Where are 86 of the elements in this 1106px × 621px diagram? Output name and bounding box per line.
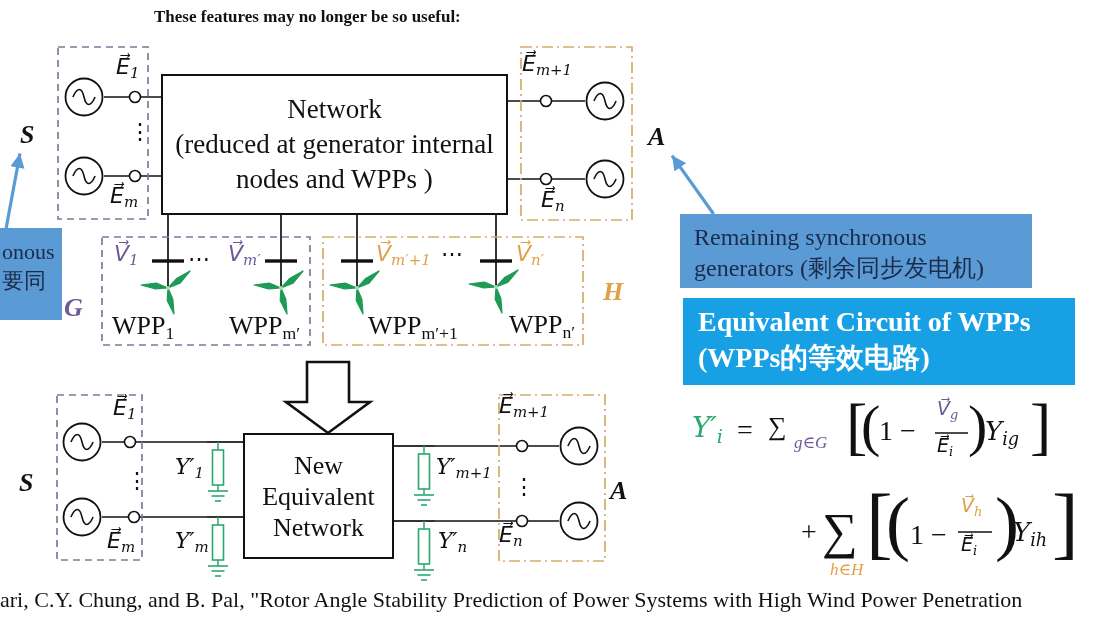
- wire: [228, 516, 244, 518]
- formula-term: Y′$_{i}$: [692, 410, 723, 446]
- generator-icon: [62, 497, 102, 537]
- admittance-label: Y′$_{1}$: [175, 453, 205, 481]
- voltage-label: V⃗$_{1}$: [114, 240, 139, 268]
- callout-text: Remaining synchronous generators (剩余同步发电机): [694, 223, 985, 284]
- group-label: S: [19, 469, 34, 498]
- formula-term: ]: [1030, 389, 1052, 464]
- wire: [507, 100, 586, 102]
- generator-icon: [62, 422, 102, 462]
- wire: [507, 178, 586, 180]
- wire: [495, 214, 497, 268]
- wire: [280, 214, 282, 269]
- group-label: G: [64, 294, 83, 323]
- ellipsis-dots: ⋮: [126, 467, 148, 495]
- ellipsis-dots: ⋮: [513, 473, 535, 501]
- formula-term: 1 −: [879, 413, 916, 448]
- callout-text: onous 要同: [2, 238, 56, 295]
- formula-term: +: [801, 514, 817, 549]
- ellipsis-dots: ⋯: [441, 240, 463, 268]
- wire: [101, 441, 208, 443]
- formula-term: h∈H: [830, 559, 864, 581]
- voltage-label: E⃗$_{1}$: [113, 394, 137, 422]
- group-label: S: [20, 121, 35, 150]
- voltage-label: E⃗$_{m+1}$: [522, 50, 573, 78]
- wire: [356, 214, 358, 269]
- box-text: (reduced at generator internal nodes and WPPs ): [174, 128, 495, 196]
- voltage-label: V⃗$_{n′}$: [516, 240, 545, 268]
- formula-term: V⃗$_{h}$: [961, 493, 983, 518]
- callout-box: [680, 214, 1032, 288]
- wire: [103, 96, 162, 98]
- wire: [228, 441, 244, 443]
- generator-icon: [585, 81, 625, 121]
- formula-term: ]: [1052, 477, 1079, 569]
- formula-term: Y$_{ig}$: [985, 414, 1020, 448]
- formula-term: g∈G: [794, 431, 828, 454]
- block-arrow: [282, 360, 374, 435]
- wire: [101, 516, 208, 518]
- turbine-label: WPP$_{m′+1}$: [368, 312, 458, 341]
- formula-term: E⃗$_{i}$: [937, 433, 954, 458]
- callout-box: [0, 228, 62, 320]
- voltage-label: E⃗$_{m}$: [110, 182, 139, 210]
- formula-term: 1 −: [910, 517, 947, 552]
- citation-text: ari, C.Y. Chung, and B. Pal, "Rotor Angle Stability Prediction of Power Systems with High Wind Power Penetration: [0, 586, 1023, 614]
- voltage-label: E⃗$_{n}$: [541, 186, 565, 214]
- generator-icon: [64, 156, 104, 196]
- wire: [393, 520, 414, 522]
- wire: [103, 175, 162, 177]
- voltage-label: E⃗$_{n}$: [499, 521, 523, 549]
- network-box: [161, 74, 508, 215]
- subtitle: These features may no longer be so useful:: [154, 5, 461, 28]
- voltage-label: E⃗$_{m}$: [107, 527, 136, 555]
- banner-text: Equivalent Circuit of WPPs (WPPs的等效电路): [698, 305, 1032, 376]
- arrow: [4, 153, 25, 229]
- admittance-label: Y′$_{m+1}$: [436, 453, 492, 481]
- formula-term: E⃗$_{i}$: [961, 532, 978, 557]
- voltage-label: E⃗$_{m+1}$: [499, 392, 550, 420]
- formula-term: ∑: [822, 502, 858, 561]
- voltage-label: V⃗$_{m′}$: [228, 240, 261, 268]
- title-banner: [683, 298, 1075, 385]
- arrow: [670, 154, 715, 215]
- voltage-label: E⃗$_{1}$: [116, 53, 140, 81]
- turbine-label: WPP$_{m′}$: [229, 312, 301, 341]
- group-label: H: [603, 278, 624, 307]
- admittance-label: Y′$_{n}$: [438, 527, 468, 555]
- wire: [167, 214, 169, 269]
- turbine-label: WPP$_{n′}$: [509, 311, 576, 340]
- wire: [434, 520, 560, 522]
- generator-icon: [559, 501, 599, 541]
- turbine-label: WPP$_{1}$: [112, 312, 175, 341]
- group-label: A: [610, 477, 628, 506]
- group-label: A: [648, 123, 666, 152]
- box-text: New Equivalent Network: [261, 449, 376, 543]
- ellipsis-dots: ⋮: [129, 118, 151, 146]
- ellipsis-dots: ⋯: [188, 245, 210, 273]
- voltage-label: V⃗$_{m′+1}$: [376, 240, 431, 268]
- wire: [393, 445, 414, 447]
- network-box: [243, 433, 394, 559]
- box-title: Network: [287, 93, 382, 126]
- formula-term: ∑: [768, 410, 787, 443]
- generator-icon: [559, 426, 599, 466]
- admittance-label: Y′$_{m}$: [175, 527, 209, 555]
- wire: [434, 445, 560, 447]
- generator-icon: [585, 159, 625, 199]
- formula-term: =: [737, 412, 753, 447]
- generator-icon: [64, 77, 104, 117]
